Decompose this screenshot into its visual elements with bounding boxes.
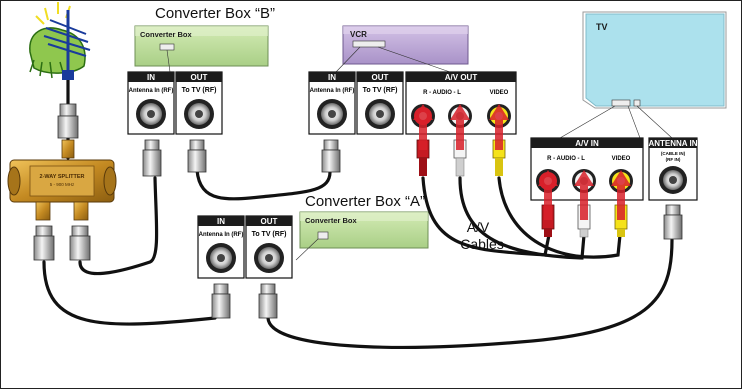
tv-antenna-in-panel: ANTENNA IN (CABLE IN) (RF IN) — [648, 137, 698, 201]
splitter-label-1: 2-WAY SPLITTER — [40, 174, 85, 180]
arrow-up-icon — [413, 104, 509, 150]
vcr-rf-panel: IN Antenna In (RF) OUT To TV (RF) — [308, 71, 404, 135]
plate-audio-label: R - AUDIO - L — [423, 90, 461, 96]
converter-b-name: Converter Box — [140, 30, 193, 39]
coax-plug-icon — [69, 225, 91, 261]
coax-plug-icon — [211, 283, 231, 319]
plate-in-header: IN — [147, 73, 155, 82]
plate-video-label: VIDEO — [612, 156, 631, 162]
plate-out-header: OUT — [191, 73, 208, 82]
plate-to-tv-label: To TV (RF) — [252, 231, 287, 238]
plate-antenna-in-label: Antenna In (RF) — [310, 88, 355, 94]
plate-in-header: IN — [328, 73, 336, 82]
plate-out-header: OUT — [372, 73, 389, 82]
plate-antenna-in-header: ANTENNA IN — [648, 139, 697, 148]
plate-av-out-header: A/V OUT — [445, 73, 478, 82]
av-cables-label-1: A/V — [467, 219, 490, 235]
coax-plug-icon — [321, 139, 341, 173]
plate-antenna-in-sub2: (RF IN) — [666, 157, 681, 162]
converter-box-a: Converter Box — [295, 211, 429, 261]
coax-plug-icon — [142, 139, 162, 177]
plate-antenna-in-label: Antenna In (RF) — [199, 232, 244, 238]
cable-splitter-to-converter-b — [78, 176, 159, 276]
converter-a-title: Converter Box “A” — [305, 193, 425, 210]
tv-device: TV — [559, 11, 727, 139]
coax-plug-icon — [57, 103, 79, 139]
converter-box-b: Converter Box — [134, 25, 269, 73]
tv-name: TV — [596, 22, 608, 32]
coax-plug-icon — [187, 139, 207, 173]
plate-av-in-header: A/V IN — [575, 139, 599, 148]
av-cables-label-2: Cables — [460, 236, 504, 252]
plate-to-tv-label: To TV (RF) — [182, 87, 217, 94]
plate-out-header: OUT — [261, 217, 278, 226]
coax-plug-icon — [258, 283, 278, 319]
cable-splitter-to-converter-a — [42, 260, 217, 326]
coax-plug-icon — [33, 225, 55, 261]
cables — [42, 136, 674, 349]
converter-b-panel: IN Antenna In (RF) OUT To TV (RF) — [127, 71, 223, 135]
cable-av-yellow — [497, 176, 622, 259]
plate-antenna-in-label: Antenna In (RF) — [129, 88, 174, 94]
cable-converter-a-to-tv — [266, 238, 674, 349]
vcr-device: VCR — [335, 25, 469, 73]
antenna-icon — [29, 2, 91, 104]
converter-b-title: Converter Box “B” — [155, 5, 275, 22]
splitter-icon: 2-WAY SPLITTER 5 - 900 MHz — [7, 139, 117, 221]
converter-a-panel: IN Antenna In (RF) OUT To TV (RF) — [197, 215, 293, 279]
converter-a-name: Converter Box — [305, 216, 358, 225]
splitter-label-2: 5 - 900 MHz — [50, 182, 75, 187]
plate-audio-label: R - AUDIO - L — [547, 156, 585, 162]
coax-plug-icon — [663, 204, 683, 240]
plate-antenna-in-sub1: (CABLE IN) — [661, 151, 686, 156]
cable-converter-b-to-vcr — [195, 168, 332, 201]
plate-to-tv-label: To TV (RF) — [363, 87, 398, 94]
vcr-name: VCR — [350, 30, 367, 39]
cable-av-white — [458, 176, 586, 260]
arrow-up-icon — [538, 170, 631, 220]
plate-video-label: VIDEO — [490, 90, 509, 96]
plate-in-header: IN — [217, 217, 225, 226]
